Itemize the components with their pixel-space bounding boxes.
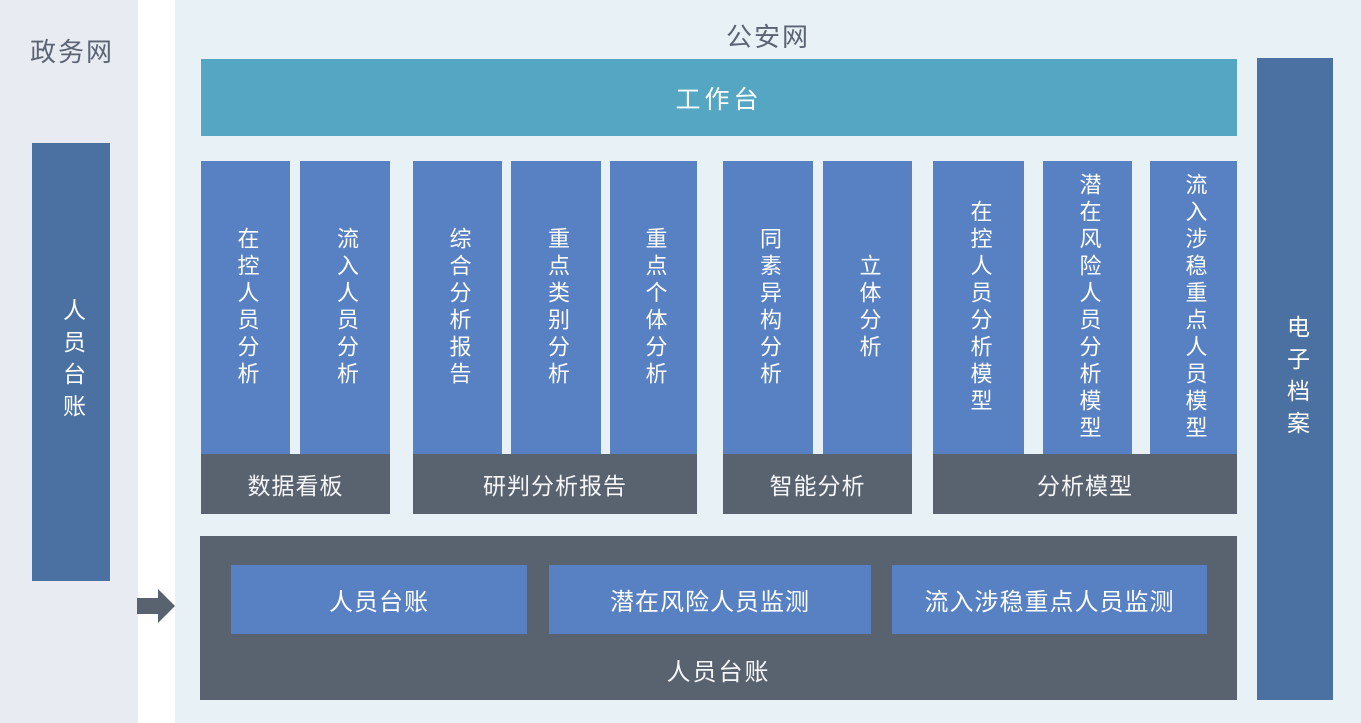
ledger-node-personnel-ledger: 人员台账 [231,565,527,634]
government-network-panel: 政务网 人员台账 [0,0,138,723]
module-pillar-controlled-personnel-analysis-model: 在控人员分析模型 [933,161,1024,454]
module-pillar-inflow-personnel-analysis: 流入人员分析 [300,161,390,454]
module-pillar-controlled-personnel-analysis: 在控人员分析 [201,161,290,454]
group-label-analysis-model: 分析模型 [933,454,1237,514]
module-pillar-potential-risk-personnel-analysis-model: 潜在风险人员分析模型 [1043,161,1132,454]
group-label-intelligent-analysis: 智能分析 [723,454,912,514]
personnel-ledger-box: 人员台账 潜在风险人员监测 流入涉稳重点人员监测 人员台账 [200,536,1237,700]
personnel-ledger-side-bar: 人员台账 [32,143,110,581]
group-label-text: 数据看板 [247,474,344,500]
module-pillar-key-category-analysis: 重点类别分析 [511,161,601,454]
flow-right-arrow-icon [137,589,175,623]
flow-right-arrow-head [158,589,175,623]
flow-right-arrow-shaft [137,598,158,614]
module-pillar-stereo-analysis: 立体分析 [823,161,912,454]
module-pillar-label: 同素异构分析 [756,226,781,389]
ledger-node-label: 人员台账 [329,588,429,616]
ledger-node-label: 潜在风险人员监测 [610,588,810,616]
public-security-network-title: 公安网 [725,23,810,53]
group-label-analysis-report: 研判分析报告 [413,454,697,514]
module-pillar-label: 流入人员分析 [333,226,358,389]
ledger-node-potential-risk-monitoring: 潜在风险人员监测 [549,565,871,634]
module-pillar-label: 重点个体分析 [641,226,667,389]
module-pillar-label: 在控人员分析模型 [966,199,992,416]
personnel-ledger-box-label: 人员台账 [666,658,771,686]
government-network-title: 政务网 [30,38,115,68]
group-label-text: 智能分析 [769,474,866,500]
module-pillar-isomer-analysis: 同素异构分析 [723,161,813,454]
electronic-archive-bar-label: 电子档案 [1282,315,1309,443]
module-pillar-label: 立体分析 [855,253,881,362]
personnel-ledger-side-bar-label: 人员台账 [58,298,85,426]
ledger-node-label: 流入涉稳重点人员监测 [924,588,1175,616]
ledger-node-inflow-key-personnel-monitoring: 流入涉稳重点人员监测 [892,565,1207,634]
module-pillar-key-individual-analysis: 重点个体分析 [610,161,697,454]
group-label-text: 分析模型 [1037,474,1133,500]
group-label-text: 研判分析报告 [483,474,627,500]
module-pillar-label: 重点类别分析 [544,226,569,389]
module-pillar-inflow-key-personnel-model: 流入涉稳重点人员模型 [1150,161,1237,454]
module-pillar-label: 流入涉稳重点人员模型 [1181,172,1207,443]
module-pillar-label: 综合分析报告 [445,226,471,389]
workbench-bar-label: 工作台 [675,84,763,114]
module-pillar-label: 潜在风险人员分析模型 [1075,172,1101,443]
module-pillar-label: 在控人员分析 [233,226,259,389]
workbench-bar: 工作台 [201,59,1237,136]
group-label-data-dashboard: 数据看板 [201,454,390,514]
electronic-archive-bar: 电子档案 [1257,58,1333,700]
module-pillar-comprehensive-analysis-report: 综合分析报告 [413,161,502,454]
